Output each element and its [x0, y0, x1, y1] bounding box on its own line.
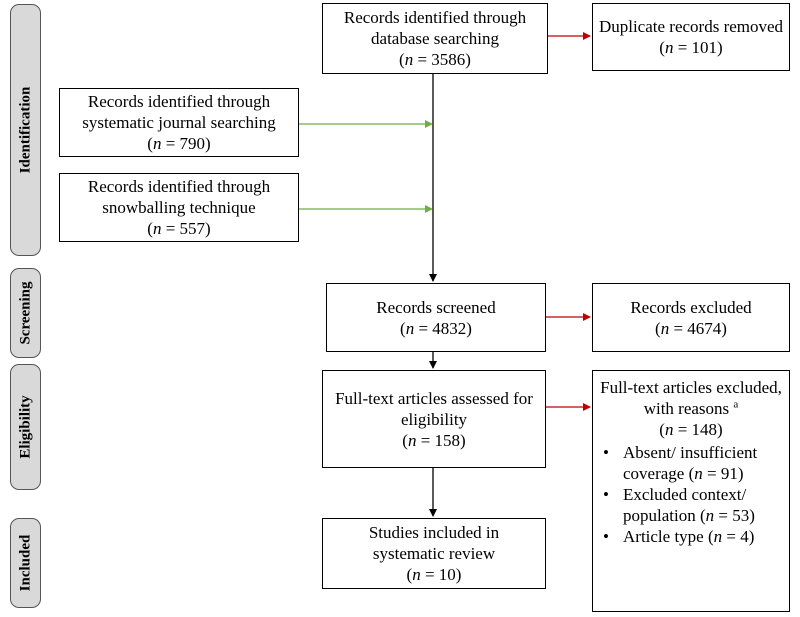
- box-included-count: (n = 10): [406, 565, 462, 584]
- box-studies-included: Studies included in systematic review (n…: [322, 518, 546, 589]
- stage-identification: Identification: [10, 4, 41, 256]
- box-database-line2: database searching: [371, 29, 499, 48]
- reason-item: Excluded context/ population (n = 53): [593, 484, 789, 526]
- box-fulltext-count: (n = 158): [402, 430, 466, 450]
- box-fulltext-line1: Full-text articles assessed for: [335, 388, 533, 408]
- box-fulltext-line2: eligibility: [400, 409, 468, 429]
- box-database-count: (n = 3586): [399, 50, 471, 69]
- box-journal-line2: systematic journal searching: [82, 113, 276, 132]
- stage-eligibility: Eligibility: [10, 364, 41, 490]
- box-snowball-line2: snowballing technique: [102, 198, 256, 217]
- box-excluded-line1: Records excluded: [630, 297, 752, 317]
- footnote-marker: a: [733, 398, 739, 411]
- box-screened-count: (n = 4832): [400, 318, 472, 338]
- box-duplicates-count: (n = 101): [659, 38, 723, 57]
- box-fulltext-excluded-line2: with reasons a: [643, 398, 739, 418]
- box-included-line1: Studies included in: [368, 523, 500, 542]
- stage-included: Included: [10, 518, 41, 608]
- reason-item: Absent/ insufficient coverage (n = 91): [593, 442, 789, 484]
- box-fulltext-excluded-count: (n = 148): [659, 420, 723, 439]
- box-snowball-count: (n = 557): [147, 219, 211, 238]
- box-journal-count: (n = 790): [147, 134, 211, 153]
- box-fulltext-assessed: Full-text articles assessed for eligibil…: [322, 370, 546, 468]
- box-snowballing: Records identified through snowballing t…: [59, 173, 299, 242]
- box-duplicates-removed: Duplicate records removed (n = 101): [592, 3, 790, 71]
- box-excluded-count: (n = 4674): [655, 318, 727, 338]
- box-records-screened: Records screened (n = 4832): [326, 283, 546, 352]
- box-included-line2: systematic review: [372, 544, 496, 563]
- box-records-excluded: Records excluded (n = 4674): [592, 283, 790, 352]
- box-database-searching: Records identified through database sear…: [322, 3, 548, 74]
- box-fulltext-excluded-line1: Full-text articles excluded,: [600, 378, 782, 397]
- box-database-line1: Records identified through: [343, 8, 527, 27]
- box-journal-line1: Records identified through: [87, 92, 271, 111]
- stage-screening: Screening: [10, 268, 41, 358]
- exclusion-reasons-list: Absent/ insufficient coverage (n = 91) E…: [593, 442, 789, 547]
- box-duplicates-line1: Duplicate records removed: [598, 17, 784, 36]
- reason-item: Article type (n = 4): [593, 526, 789, 547]
- box-journal-searching: Records identified through systematic jo…: [59, 88, 299, 157]
- box-snowball-line1: Records identified through: [87, 177, 271, 196]
- box-screened-line1: Records screened: [376, 297, 496, 317]
- box-fulltext-excluded: Full-text articles excluded, with reason…: [592, 370, 790, 612]
